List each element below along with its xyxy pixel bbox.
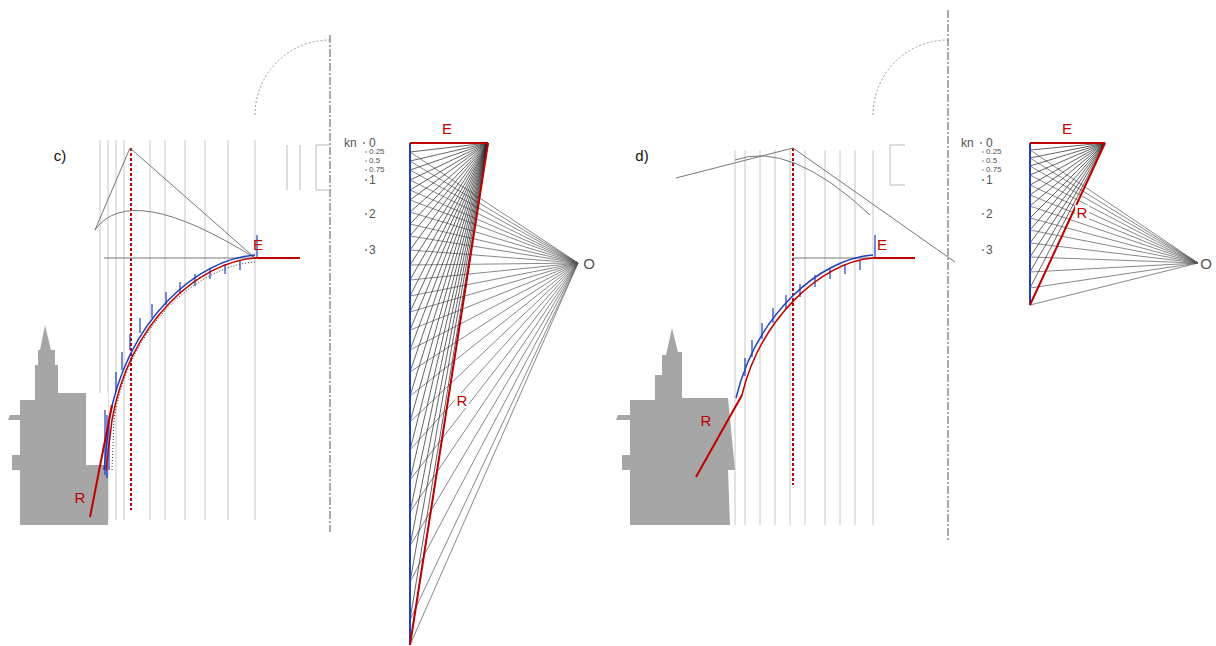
panel-c-force-polygon: [363, 142, 578, 645]
force-ray: [1030, 143, 1105, 218]
panel-letter: c): [54, 148, 67, 163]
force-ray: [410, 143, 488, 480]
scale-number: 3: [369, 244, 376, 256]
force-ray: [410, 170, 578, 263]
scale-number: 0.75: [986, 166, 1002, 174]
scale-number: 0.25: [986, 148, 1002, 156]
panel-c-drawing: [8, 35, 330, 532]
pole-label: O: [1200, 256, 1212, 271]
force-ray: [410, 263, 578, 280]
panel-letter: d): [635, 148, 648, 163]
force-ray: [1030, 143, 1105, 288]
force-ray: [410, 180, 578, 263]
force-ray: [410, 263, 578, 372]
scale-number: 1: [986, 174, 993, 186]
force-ray: [410, 143, 488, 582]
force-ray: [410, 143, 488, 350]
force-ray: [410, 263, 578, 350]
force-label: E: [877, 237, 887, 252]
force-ray: [1030, 143, 1105, 257]
scale-number: 0.5: [986, 157, 997, 165]
force-ray: [1030, 206, 1198, 263]
force-ray: [1030, 257, 1198, 263]
force-ray: [410, 263, 578, 422]
force-ray: [1030, 143, 1105, 175]
force-ray: [1030, 230, 1198, 263]
force-ray: [410, 263, 578, 265]
force-ray: [410, 263, 578, 645]
force-label: R: [455, 393, 470, 408]
force-ray: [410, 143, 488, 546]
force-ray: [1030, 143, 1105, 272]
scale-number: 1: [369, 174, 376, 186]
force-ray: [1030, 143, 1105, 230]
force-ray: [1030, 263, 1198, 272]
force-ray: [410, 250, 578, 263]
panel-d-drawing: [616, 10, 955, 540]
scale-unit: kn: [344, 137, 357, 149]
scale-unit: kn: [961, 137, 974, 149]
force-label: E: [253, 237, 263, 252]
force-ray: [1030, 243, 1198, 263]
force-ray: [410, 143, 488, 161]
force-ray: [1030, 158, 1198, 263]
force-ray: [410, 143, 488, 280]
force-ray: [410, 143, 488, 250]
force-ray: [1030, 143, 1105, 305]
force-ray: [410, 236, 578, 263]
force-ray: [410, 143, 488, 312]
force-ray: [410, 263, 578, 582]
pole-label: O: [583, 256, 595, 271]
force-label: R: [1075, 205, 1090, 220]
scale-number: 2: [986, 208, 993, 220]
force-ray: [410, 263, 578, 396]
panel-d-force-polygon: [980, 142, 1198, 305]
force-ray: [410, 161, 578, 263]
force-ray: [1030, 263, 1198, 305]
force-ray: [410, 212, 578, 263]
scale-number: 2: [369, 208, 376, 220]
scale-number: 3: [986, 244, 993, 256]
scale-number: 0.25: [369, 148, 385, 156]
force-ray: [410, 190, 578, 263]
force-ray: [410, 263, 578, 620]
force-ray: [410, 143, 488, 396]
force-label: R: [75, 490, 86, 505]
force-label: R: [701, 413, 712, 428]
force-ray: [410, 143, 488, 372]
force-ray: [410, 143, 488, 152]
force-ray: [1030, 143, 1105, 243]
scale-number: 0.75: [369, 166, 385, 174]
force-ray: [1030, 150, 1198, 263]
force-ray: [410, 200, 578, 263]
scale-number: 0.5: [369, 157, 380, 165]
force-label: E: [442, 121, 452, 136]
force-ray: [410, 263, 578, 512]
force-ray: [410, 143, 488, 645]
force-ray: [410, 143, 488, 330]
force-ray: [1030, 218, 1198, 263]
force-label: E: [1062, 121, 1072, 136]
force-ray: [410, 143, 488, 450]
force-ray: [1030, 143, 1105, 206]
force-ray: [410, 263, 578, 546]
